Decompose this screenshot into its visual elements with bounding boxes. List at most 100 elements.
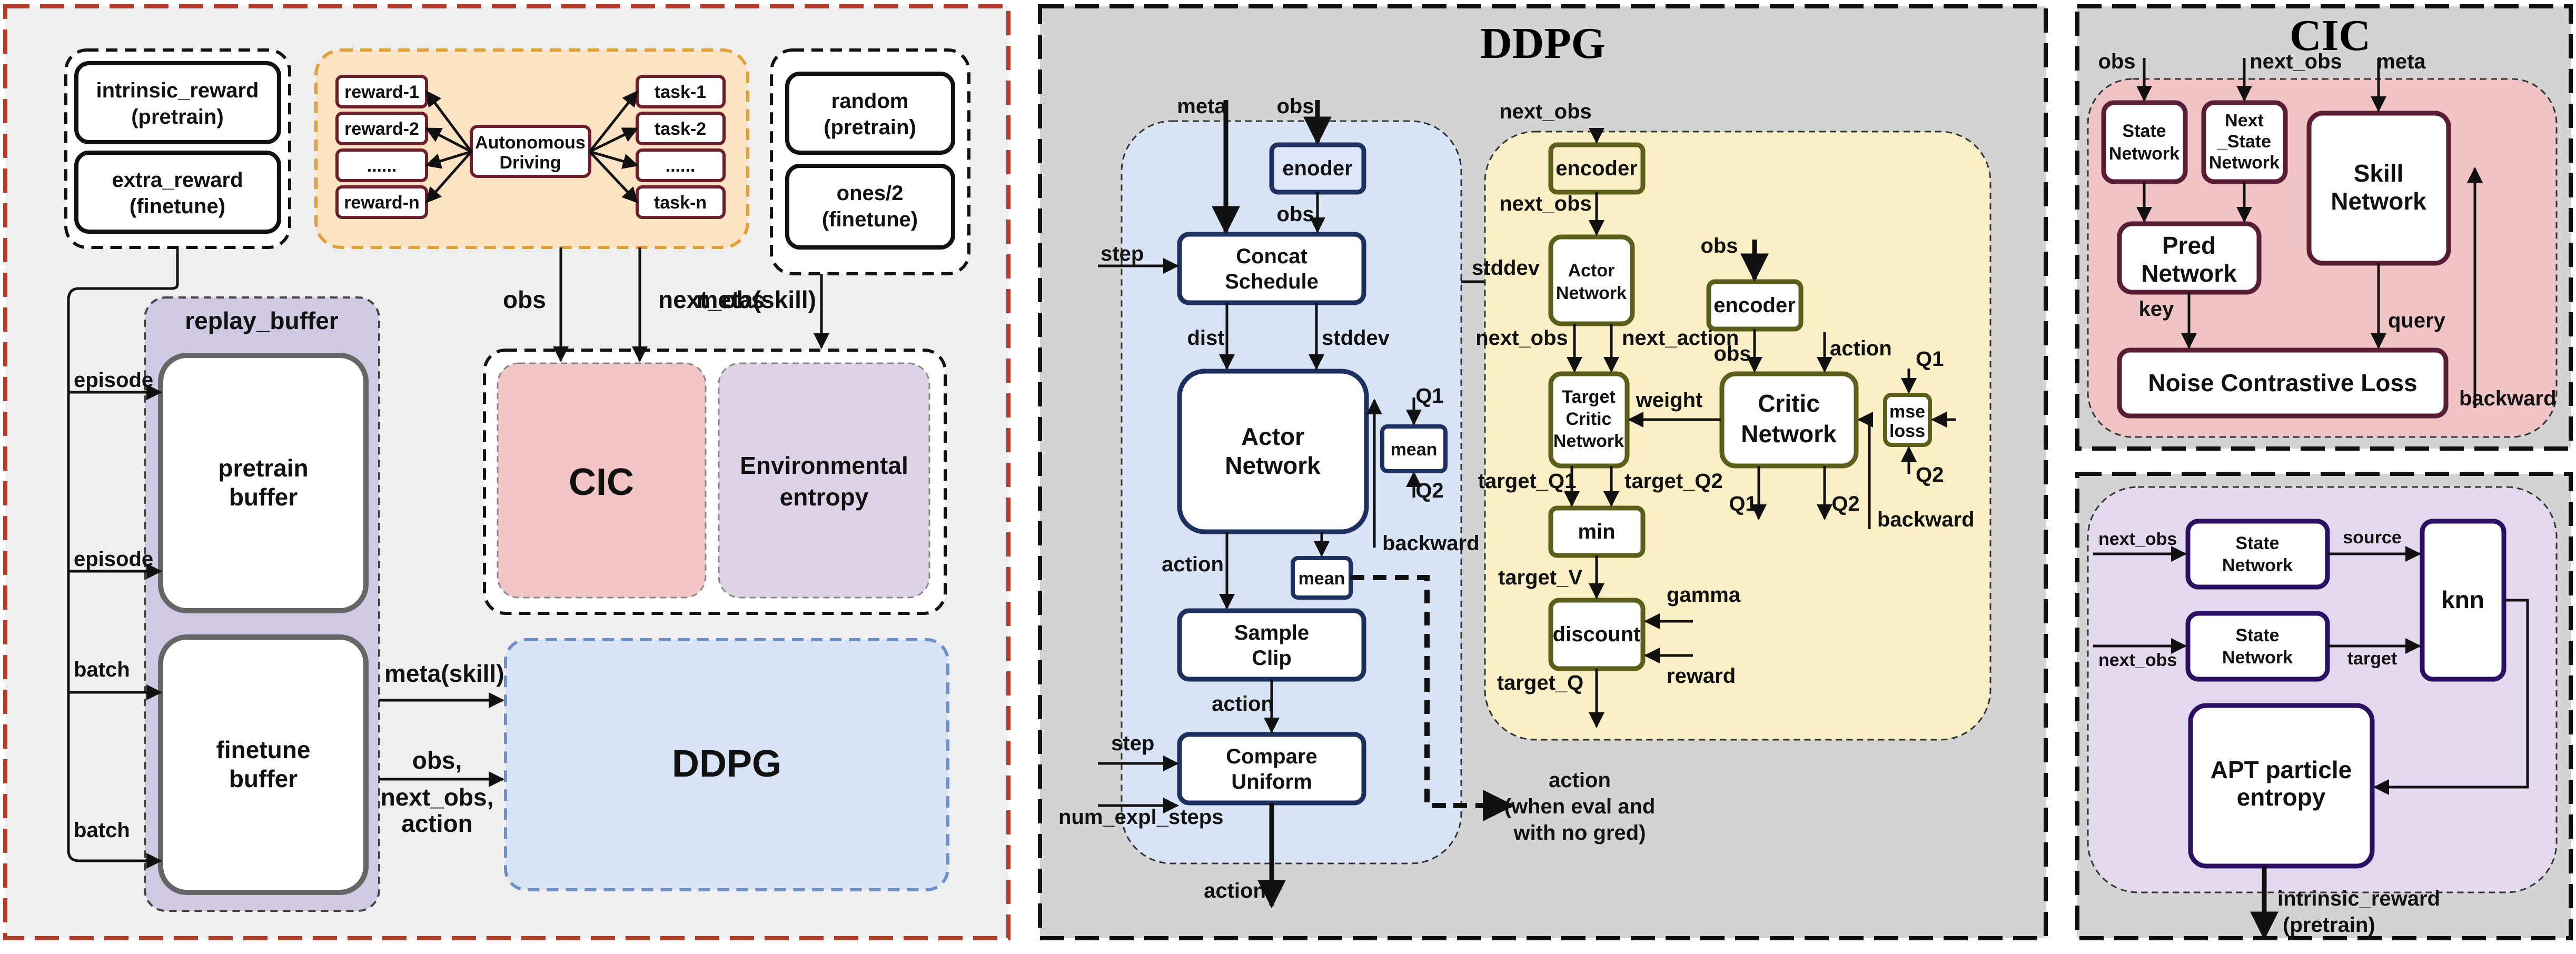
actor-encoder-label: enoder — [1282, 157, 1352, 180]
ddpg-box-left — [504, 638, 949, 891]
concat-schedule-box — [1177, 232, 1366, 305]
cic-next-state-label-2: _State — [2217, 132, 2271, 152]
cic-arrows — [2136, 58, 2483, 408]
apt-knn-label: knn — [2441, 586, 2484, 613]
actor-network-label: Actor — [1241, 423, 1304, 450]
entropy-label: entropy — [780, 483, 869, 511]
critic-network-box — [1719, 371, 1859, 469]
step-label-1: step — [1101, 242, 1144, 265]
finetune-buffer-label-2: buffer — [229, 765, 298, 792]
sample-label: Sample — [1234, 621, 1309, 644]
next-obs-label-2: next_obs — [1475, 326, 1568, 350]
task-list: task-1 task-2 ...... task-n — [636, 75, 726, 219]
apt-entropy-label: APT particle — [2211, 756, 2352, 783]
apt-arrows — [2093, 546, 2529, 940]
cic-next-obs-label: next_obs — [2250, 50, 2342, 73]
gamma-label: gamma — [1667, 583, 1741, 607]
cic-meta-label: meta — [2376, 50, 2426, 73]
weight-label: weight — [1636, 389, 1703, 412]
cic-key-label: key — [2139, 297, 2174, 321]
cic-nce-label: Noise Contrastive Loss — [2148, 369, 2417, 396]
driving-arrows — [425, 90, 639, 204]
meta-skill-label-side: meta(skill) — [384, 660, 504, 687]
action-label-3: action — [1830, 337, 1892, 360]
q1-label-c: Q1 — [1729, 492, 1757, 515]
reward-1-label: reward-1 — [344, 82, 419, 102]
next-obs-label-1: next_obs — [1499, 192, 1592, 215]
cic-state-network-box — [2101, 100, 2188, 184]
cic-skill-label: Skill — [2354, 160, 2404, 187]
ones-box — [785, 164, 955, 250]
episode-label-2: episode — [74, 548, 153, 571]
cic-state-label: State — [2122, 121, 2166, 141]
finetune-buffer-box — [158, 634, 369, 895]
target-critic-label-3: Network — [1553, 431, 1624, 451]
ones-sub: (finetune) — [822, 208, 918, 231]
extra-reward-box — [74, 151, 281, 234]
task-n-label: task-n — [654, 193, 707, 213]
schedule-label: Schedule — [1225, 270, 1319, 293]
driving-label: Driving — [499, 153, 561, 173]
pretrain-buffer-label: pretrain — [218, 454, 308, 482]
finetune-buffer-label: finetune — [216, 736, 311, 763]
random-label: random — [831, 90, 909, 113]
obs-label-ddpg-a: obs — [1276, 95, 1314, 118]
target-v-label: target_V — [1498, 566, 1582, 589]
replay-buffer-title: replay_buffer — [185, 307, 339, 334]
cic-box — [497, 362, 707, 599]
action-eval-label-2: (when eval and — [1504, 795, 1656, 818]
critic-actor-box — [1548, 234, 1635, 326]
obs-label-critic-d: obs — [1713, 342, 1751, 365]
target-q-label: target_Q — [1497, 671, 1584, 694]
obs-comma-label: obs, — [412, 747, 462, 774]
min-label: min — [1578, 520, 1615, 543]
apt-source-label: source — [2343, 528, 2402, 548]
apt-next-obs-label-1: next_obs — [2098, 529, 2177, 549]
critic-network-label-2: Network — [1741, 420, 1837, 448]
obs-label-critic-c: obs — [1700, 234, 1738, 257]
q2-label-b: Q2 — [1916, 463, 1944, 486]
apt-entropy-label-2: entropy — [2237, 783, 2326, 811]
cic-pred-label: Pred — [2162, 232, 2216, 259]
reward-n-label: reward-n — [344, 193, 420, 213]
apt-state-network-2-box — [2185, 611, 2330, 682]
intrinsic-reward-sub: (pretrain) — [131, 105, 224, 128]
random-box — [785, 72, 955, 155]
action-label-1: action — [1162, 553, 1224, 576]
reward-dots-label: ...... — [367, 156, 397, 176]
cic-title: CIC — [2290, 11, 2371, 60]
next-obs-top-label: next_obs — [1499, 100, 1592, 123]
apt-target-label: target — [2347, 649, 2397, 669]
buffer-input-arrows — [67, 247, 179, 869]
action-out-label: action — [1204, 879, 1266, 902]
action-label-left: action — [401, 810, 472, 837]
q2-label-a: Q2 — [1415, 479, 1443, 502]
ddpg-panel: DDPG enoder Concat Schedule Actor Networ… — [1038, 4, 2048, 940]
q1-label-b: Q1 — [1916, 347, 1944, 371]
ddpg-label-left: DDPG — [672, 743, 781, 785]
mse-label: mse — [1889, 402, 1925, 422]
cic-obs-label: obs — [2098, 50, 2135, 73]
pretrain-buffer-label-2: buffer — [229, 483, 298, 511]
step-label-2: step — [1111, 732, 1154, 755]
intrinsic-reward-label: intrinsic_reward — [96, 79, 259, 102]
batch-label-1: batch — [74, 658, 130, 681]
loss-label: loss — [1889, 421, 1925, 441]
cic-pred-label-2: Network — [2141, 260, 2237, 287]
apt-state-1-label: State — [2235, 533, 2279, 553]
concat-label: Concat — [1236, 245, 1307, 268]
q1-label-a: Q1 — [1415, 384, 1443, 408]
apt-state-2-label-2: Network — [2222, 648, 2293, 668]
batch-label-2: batch — [74, 819, 130, 842]
num-expl-steps-label: num_expl_steps — [1058, 806, 1223, 829]
cic-next-state-label: Next — [2225, 111, 2264, 131]
apt-state-2-label: State — [2235, 625, 2279, 645]
extra-reward-sub: (finetune) — [130, 195, 225, 218]
left-panel: intrinsic_reward (pretrain) extra_reward… — [3, 4, 1010, 940]
reward-2-label: reward-2 — [344, 119, 419, 139]
environmental-entropy-box — [718, 362, 930, 599]
cic-backward-label: backward — [2459, 387, 2557, 410]
intrinsic-reward-box — [74, 61, 281, 144]
discount-label: discount — [1553, 623, 1641, 646]
reward-module-inputs — [553, 247, 829, 362]
